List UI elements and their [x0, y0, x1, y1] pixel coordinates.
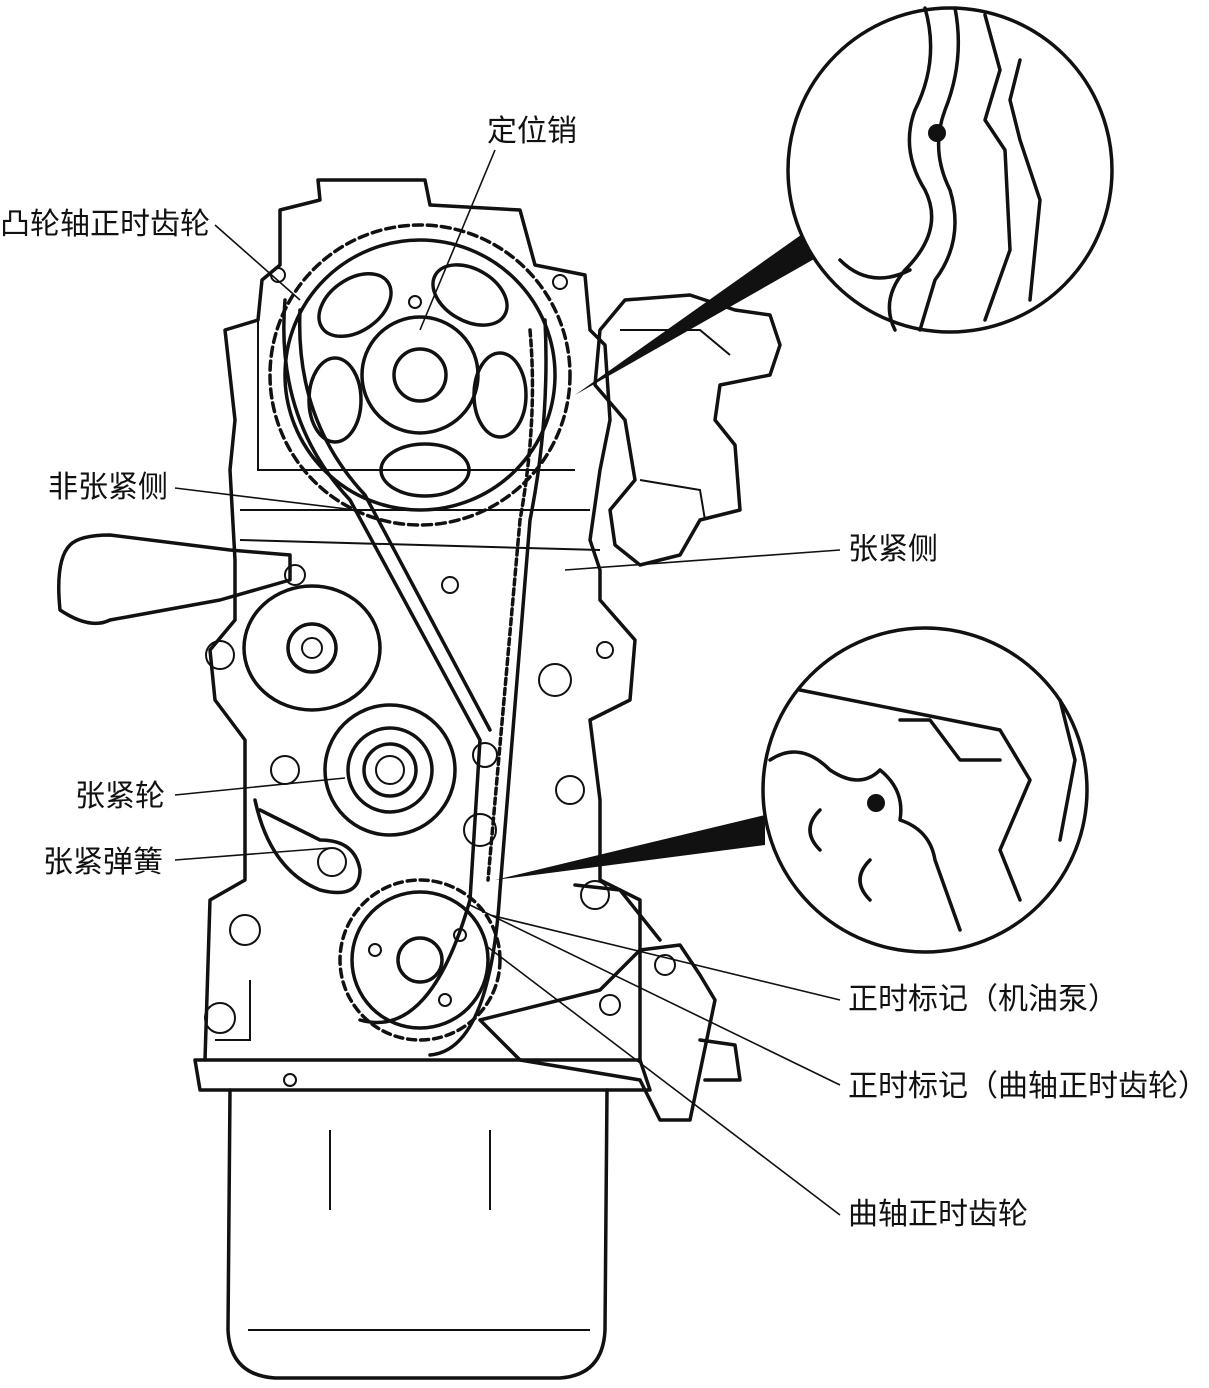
oil-pan [226, 1088, 609, 1380]
label-tensioner-spring: 张紧弹簧 [43, 845, 163, 880]
label-crankshaft-timing-gear: 曲轴正时齿轮 [848, 1197, 1028, 1232]
magnified-inset-camshaft-mark [575, 6, 1114, 395]
timing-belt [282, 298, 548, 1057]
label-timing-mark-oil-pump: 正时标记（机油泵） [848, 982, 1118, 1017]
label-tensioner-pulley: 张紧轮 [75, 779, 165, 814]
camshaft-timing-gear [268, 223, 572, 527]
distributor-housing [593, 293, 782, 567]
label-tension-side: 张紧侧 [848, 532, 938, 567]
oil-pump-bracket [478, 880, 742, 1122]
water-pump [57, 533, 382, 712]
label-dowel-pin: 定位销 [487, 114, 577, 149]
label-timing-mark-crank-gear: 正时标记（曲轴正时齿轮） [848, 1069, 1208, 1104]
crankshaft-timing-gear [338, 878, 502, 1042]
leader-lines [174, 149, 841, 1216]
magnified-inset-crank-mark [495, 626, 1089, 954]
tensioner-pulley [323, 703, 457, 837]
label-camshaft-timing-gear: 凸轮轴正时齿轮 [0, 207, 210, 242]
label-slack-side: 非张紧侧 [48, 470, 168, 505]
block-bolts [204, 267, 585, 1034]
engine-block [193, 178, 652, 1092]
tensioner-spring [253, 755, 362, 895]
